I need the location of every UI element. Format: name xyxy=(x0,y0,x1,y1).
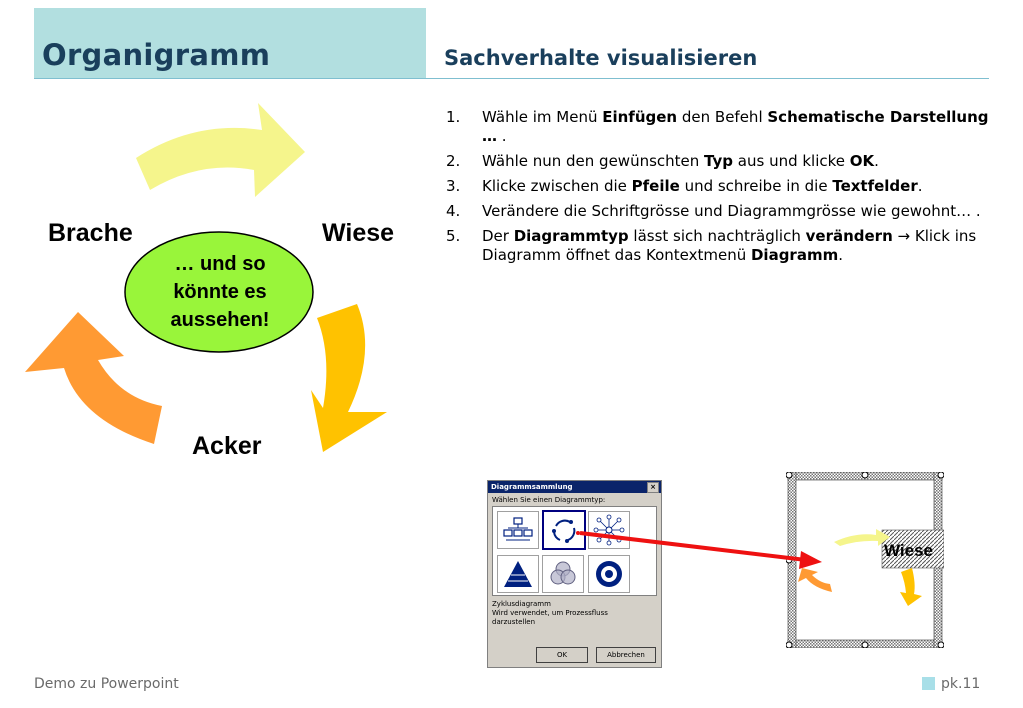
step-number: 1. xyxy=(446,108,461,126)
venn-icon xyxy=(550,561,576,585)
step-text: aus und klicke xyxy=(733,152,850,170)
slide-subtitle: Sachverhalte visualisieren xyxy=(444,46,758,70)
preview-arrow-top xyxy=(834,529,890,546)
step-text: den Befehl xyxy=(677,108,768,126)
diagram-type-zyklus[interactable] xyxy=(542,510,586,550)
cycle-label-acker: Acker xyxy=(192,432,262,460)
step-text: . xyxy=(497,127,507,145)
cycle-label-wiese: Wiese xyxy=(322,219,395,247)
step-keyword: OK xyxy=(849,152,875,170)
diagram-type-organigramm[interactable] xyxy=(497,511,539,549)
dialog-prompt: Wählen Sie einen Diagrammtyp: xyxy=(492,496,606,504)
step-text: Wähle im Menü xyxy=(482,108,603,126)
selected-type-description: Wird verwendet, um Prozessfluss darzuste… xyxy=(492,609,608,626)
diagram-type-grid xyxy=(492,506,657,596)
cancel-button[interactable]: Abbrechen xyxy=(596,647,656,663)
step-keyword: verändern xyxy=(805,227,893,245)
step-keyword: Pfeile xyxy=(631,177,680,195)
step-text: → Klick ins Diagramm öffnet das Kontextm… xyxy=(482,227,977,264)
step-number: 3. xyxy=(446,177,461,195)
step-text: Wähle nun den gewünschten xyxy=(482,152,705,170)
step-text: . xyxy=(838,246,843,264)
step-item: 2. Wähle nun den gewünschten Typ aus und … xyxy=(446,152,991,171)
step-item: 1. Wähle im Menü Einfügen den Befehl Sche… xyxy=(446,108,991,146)
preview-arrow-left xyxy=(798,568,832,592)
preview-label-wiese: Wiese xyxy=(884,541,933,560)
center-line-3: aussehen! xyxy=(170,309,270,331)
diagram-type-radial[interactable] xyxy=(588,511,630,549)
footer-square-icon xyxy=(922,677,935,690)
cycle-arrow-top xyxy=(136,103,305,197)
diagram-type-venn[interactable] xyxy=(542,555,584,593)
diagram-preview: Wiese xyxy=(786,472,944,648)
steps-list: 1. Wähle im Menü Einfügen den Befehl Sche… xyxy=(446,108,991,271)
dialog-title: Diagrammsammlung xyxy=(491,483,573,491)
step-item: 5. Der Diagrammtyp lässt sich nachträglic… xyxy=(446,227,991,265)
preview-arrow-right xyxy=(900,568,922,606)
footer-page-number: pk.11 xyxy=(941,676,981,692)
title-box xyxy=(34,8,426,78)
step-number: 5. xyxy=(446,227,461,245)
ok-button[interactable]: OK xyxy=(536,647,588,663)
ring-icon xyxy=(596,561,622,587)
center-line-2: könnte es xyxy=(173,281,267,303)
step-text: und schreibe in die xyxy=(679,177,833,195)
step-keyword: Typ xyxy=(704,152,734,170)
cycle-center-text: … und so könnte es aussehen! xyxy=(128,250,312,334)
step-item: 3. Klicke zwischen die Pfeile und schreib… xyxy=(446,177,991,196)
step-text: . xyxy=(917,177,923,195)
diagram-gallery-dialog: Diagrammsammlung × Wählen Sie einen Diag… xyxy=(487,480,662,668)
slide-title: Organigramm xyxy=(42,38,271,72)
step-text: Klicke zwischen die xyxy=(482,177,632,195)
organigramm-icon xyxy=(503,517,533,541)
center-line-1: … und so xyxy=(174,253,266,275)
step-keyword: Einfügen xyxy=(602,108,678,126)
cycle-arrow-left xyxy=(25,312,162,444)
step-text: . xyxy=(874,152,879,170)
step-keyword: Textfelder xyxy=(832,177,918,195)
step-number: 2. xyxy=(446,152,461,170)
footer-left-text: Demo zu Powerpoint xyxy=(34,676,179,692)
step-keyword: Diagramm xyxy=(750,246,839,264)
radial-icon xyxy=(593,514,625,546)
close-icon[interactable]: × xyxy=(647,482,659,493)
step-text: Der xyxy=(482,227,514,245)
cycle-label-brache: Brache xyxy=(48,219,133,247)
dialog-titlebar: Diagrammsammlung × xyxy=(488,481,661,493)
selected-type-name: Zyklusdiagramm xyxy=(492,600,551,608)
step-number: 4. xyxy=(446,202,461,220)
diagram-type-ring[interactable] xyxy=(588,555,630,593)
step-text: lässt sich nachträglich xyxy=(628,227,806,245)
step-keyword: Schematische Darstellung … xyxy=(482,108,989,145)
step-keyword: Diagrammtyp xyxy=(513,227,629,245)
cycle-center-oval xyxy=(124,231,314,353)
header-divider xyxy=(34,78,989,79)
step-item: 4. Verändere die Schriftgrösse und Diagra… xyxy=(446,202,991,221)
pyramide-icon xyxy=(504,561,532,587)
diagram-type-pyramide[interactable] xyxy=(497,555,539,593)
zyklus-icon xyxy=(552,519,576,543)
cycle-arrow-right xyxy=(311,304,387,452)
step-text: Verändere die Schriftgrösse und Diagramm… xyxy=(482,202,981,220)
cycle-diagram xyxy=(25,103,387,452)
